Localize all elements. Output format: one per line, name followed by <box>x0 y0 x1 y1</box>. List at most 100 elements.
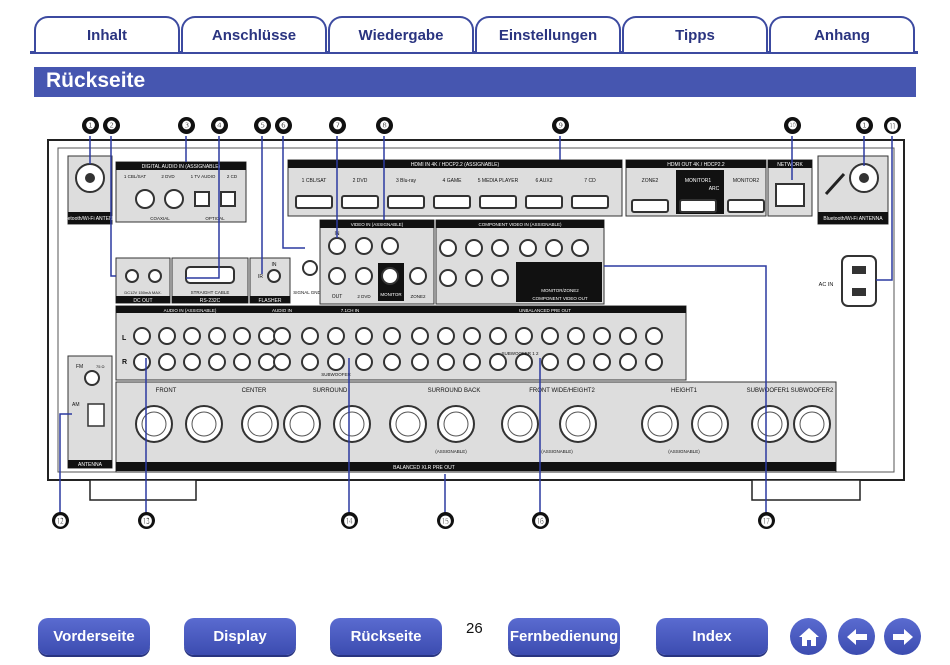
rca-jack[interactable] <box>411 327 429 345</box>
network-port[interactable] <box>775 183 805 207</box>
rca-jack[interactable] <box>437 353 455 371</box>
video-in-jack-1[interactable] <box>355 237 373 255</box>
rca-jack[interactable] <box>183 327 201 345</box>
hdmi-in-port[interactable] <box>341 195 379 209</box>
nav-index-button[interactable]: Index <box>656 618 768 655</box>
rca-jack[interactable] <box>133 353 151 371</box>
tab-tipps[interactable]: Tipps <box>622 16 768 52</box>
rca-jack[interactable] <box>233 327 251 345</box>
coaxial-jack-1[interactable] <box>135 189 155 209</box>
component-jack[interactable] <box>491 269 509 287</box>
forward-button[interactable] <box>884 618 921 655</box>
hdmi-in-port[interactable] <box>525 195 563 209</box>
xlr-jack[interactable] <box>135 405 173 443</box>
rca-jack[interactable] <box>463 353 481 371</box>
video-in-jack-2[interactable] <box>355 267 373 285</box>
tab-wiedergabe[interactable]: Wiedergabe <box>328 16 474 52</box>
rca-jack[interactable] <box>489 353 507 371</box>
rca-jack[interactable] <box>355 353 373 371</box>
signal-gnd-screw[interactable] <box>302 260 318 276</box>
xlr-jack[interactable] <box>641 405 679 443</box>
nav-display-button[interactable]: Display <box>184 618 296 655</box>
rca-jack[interactable] <box>327 353 345 371</box>
component-jack[interactable] <box>571 239 589 257</box>
component-jack[interactable] <box>465 269 483 287</box>
xlr-jack[interactable] <box>751 405 789 443</box>
nav-rueckseite-button[interactable]: Rückseite <box>330 618 442 655</box>
rca-jack[interactable] <box>133 327 151 345</box>
am-antenna-terminal[interactable] <box>87 403 105 427</box>
rca-jack[interactable] <box>301 327 319 345</box>
xlr-jack[interactable] <box>241 405 279 443</box>
component-jack[interactable] <box>439 269 457 287</box>
xlr-jack[interactable] <box>437 405 475 443</box>
rca-jack[interactable] <box>383 327 401 345</box>
rca-jack[interactable] <box>463 327 481 345</box>
rca-jack[interactable] <box>411 353 429 371</box>
xlr-jack[interactable] <box>691 405 729 443</box>
hdmi-in-port[interactable] <box>387 195 425 209</box>
hdmi-out-port[interactable] <box>631 199 669 213</box>
rs232c-port[interactable] <box>185 266 235 284</box>
component-jack[interactable] <box>465 239 483 257</box>
back-button[interactable] <box>838 618 875 655</box>
rca-jack[interactable] <box>183 353 201 371</box>
xlr-jack[interactable] <box>501 405 539 443</box>
remote-out-jack[interactable] <box>328 267 346 285</box>
tab-anhang[interactable]: Anhang <box>769 16 915 52</box>
ac-in-socket[interactable] <box>841 255 877 307</box>
xlr-jack[interactable] <box>333 405 371 443</box>
hdmi-out-port[interactable] <box>727 199 765 213</box>
component-jack[interactable] <box>491 239 509 257</box>
rca-jack[interactable] <box>273 327 291 345</box>
dc-out-jack-1[interactable] <box>125 269 139 283</box>
rca-jack[interactable] <box>258 327 276 345</box>
hdmi-in-port[interactable] <box>479 195 517 209</box>
rca-jack[interactable] <box>158 327 176 345</box>
rca-jack[interactable] <box>355 327 373 345</box>
video-out-zone2-jack[interactable] <box>409 267 427 285</box>
hdmi-out-port[interactable] <box>679 199 717 213</box>
rca-jack[interactable] <box>208 327 226 345</box>
rca-jack[interactable] <box>541 353 559 371</box>
hdmi-in-port[interactable] <box>295 195 333 209</box>
rca-jack[interactable] <box>158 353 176 371</box>
rca-jack[interactable] <box>327 327 345 345</box>
video-out-monitor-jack[interactable] <box>381 267 399 285</box>
rca-jack[interactable] <box>233 353 251 371</box>
coaxial-jack-2[interactable] <box>164 189 184 209</box>
rca-jack[interactable] <box>437 327 455 345</box>
nav-vorderseite-button[interactable]: Vorderseite <box>38 618 150 655</box>
dc-out-jack-2[interactable] <box>148 269 162 283</box>
rca-jack[interactable] <box>645 353 663 371</box>
rca-jack[interactable] <box>489 327 507 345</box>
rca-jack[interactable] <box>567 353 585 371</box>
rca-jack[interactable] <box>383 353 401 371</box>
tab-inhalt[interactable]: Inhalt <box>34 16 180 52</box>
optical-port-1[interactable] <box>194 191 210 207</box>
rca-jack[interactable] <box>301 353 319 371</box>
video-in-jack-3[interactable] <box>381 237 399 255</box>
rca-jack[interactable] <box>258 353 276 371</box>
hdmi-in-port[interactable] <box>433 195 471 209</box>
rca-jack[interactable] <box>567 327 585 345</box>
home-button[interactable] <box>790 618 827 655</box>
rca-jack[interactable] <box>645 327 663 345</box>
rca-jack[interactable] <box>273 353 291 371</box>
rca-jack[interactable] <box>515 327 533 345</box>
rca-jack[interactable] <box>593 353 611 371</box>
xlr-jack[interactable] <box>185 405 223 443</box>
hdmi-in-port[interactable] <box>571 195 609 209</box>
rca-jack[interactable] <box>619 327 637 345</box>
nav-fernbedienung-button[interactable]: Fernbedienung <box>508 618 620 655</box>
xlr-jack[interactable] <box>559 405 597 443</box>
component-jack[interactable] <box>439 239 457 257</box>
tab-einstellungen[interactable]: Einstellungen <box>475 16 621 52</box>
xlr-jack[interactable] <box>793 405 831 443</box>
ir-flasher-jack[interactable] <box>267 269 281 283</box>
tab-anschluesse[interactable]: Anschlüsse <box>181 16 327 52</box>
rca-jack[interactable] <box>515 353 533 371</box>
rca-jack[interactable] <box>619 353 637 371</box>
optical-port-2[interactable] <box>220 191 236 207</box>
rca-jack[interactable] <box>593 327 611 345</box>
